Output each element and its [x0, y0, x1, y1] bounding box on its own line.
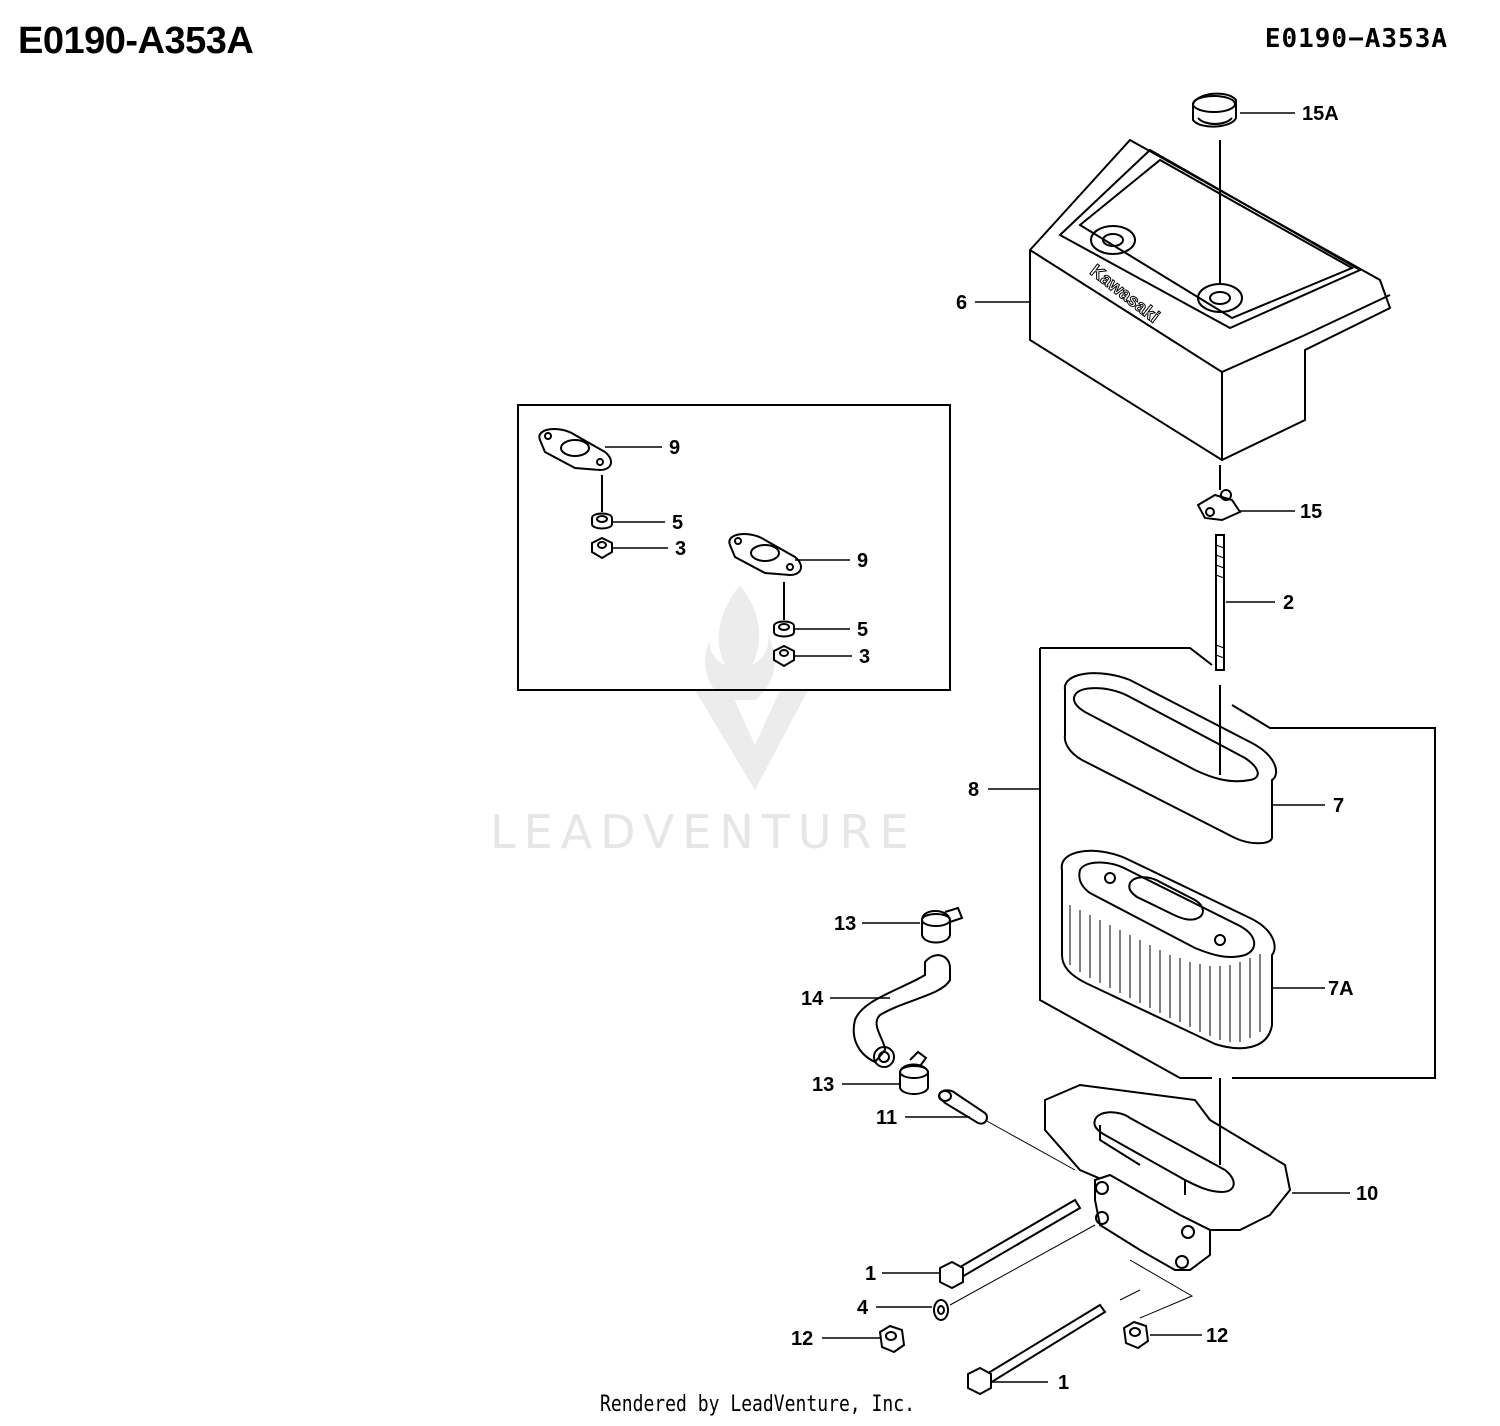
page-title: E0190-A353A — [18, 20, 254, 62]
callout-5-a[interactable]: 5 — [672, 512, 683, 534]
callout-labels: 15A 6 15 2 8 7 7A 13 14 13 11 10 1 4 12 … — [669, 103, 1378, 1394]
watermark-text: LEADVENTURE — [490, 805, 917, 859]
part-3-nut-a — [591, 536, 613, 560]
part-4-washer — [933, 1299, 949, 1321]
watermark-logo-icon — [695, 585, 808, 790]
callout-15[interactable]: 15 — [1300, 501, 1322, 523]
part-5-washer-a — [591, 512, 613, 530]
callout-3-a[interactable]: 3 — [675, 538, 686, 560]
part-5-washer-b — [773, 620, 795, 638]
watermark: LEADVENTURE — [490, 585, 917, 859]
callout-2[interactable]: 2 — [1283, 592, 1294, 614]
part-13-clamp-upper — [921, 906, 964, 944]
callout-9-a[interactable]: 9 — [669, 437, 680, 459]
callout-12-left[interactable]: 12 — [791, 1328, 813, 1350]
part-13-clamp-lower — [899, 1050, 929, 1095]
callout-leaders — [605, 112, 1350, 1383]
callout-14[interactable]: 14 — [801, 988, 824, 1010]
callout-5-b[interactable]: 5 — [857, 619, 868, 641]
diagram-code: E0190−A353A — [1264, 24, 1448, 54]
callout-13-lower[interactable]: 13 — [812, 1074, 834, 1096]
part-1-bolt-lower — [967, 1303, 1107, 1396]
part-12-nut-right — [1122, 1320, 1150, 1350]
callout-9-b[interactable]: 9 — [857, 550, 868, 572]
part-8-bracket — [1039, 647, 1436, 1079]
footer-credit: Rendered by LeadVenture, Inc. — [600, 1392, 915, 1417]
inset-box — [517, 404, 951, 691]
part-9-gasket-a — [538, 428, 612, 472]
part-12-nut-left — [878, 1324, 906, 1354]
part-3-nut-b — [773, 644, 795, 668]
callout-1-lower[interactable]: 1 — [1058, 1372, 1069, 1394]
callout-13-upper[interactable]: 13 — [834, 913, 856, 935]
part-7a-filter — [1060, 849, 1276, 1050]
part-7-precleaner — [1063, 672, 1277, 845]
part-6-cover: Kawasaki — [1029, 138, 1392, 462]
part-15-clip — [1196, 489, 1242, 522]
part-15a-cap — [1192, 92, 1237, 128]
part-2-stud — [1215, 534, 1225, 671]
callout-10[interactable]: 10 — [1356, 1183, 1378, 1205]
callout-11[interactable]: 11 — [876, 1107, 897, 1129]
callout-7[interactable]: 7 — [1333, 795, 1344, 817]
callout-4[interactable]: 4 — [857, 1297, 869, 1319]
part-11-pipe — [938, 1089, 1076, 1171]
callout-8[interactable]: 8 — [968, 779, 979, 801]
part-1-bolt-upper — [939, 1198, 1082, 1290]
part-10-base — [1044, 1083, 1292, 1271]
callout-7a[interactable]: 7A — [1328, 978, 1354, 1000]
callout-6[interactable]: 6 — [956, 292, 967, 314]
callout-3-b[interactable]: 3 — [859, 646, 870, 668]
callout-15a[interactable]: 15A — [1302, 103, 1339, 125]
part-9-gasket-b — [728, 533, 802, 577]
callout-1-upper[interactable]: 1 — [865, 1263, 876, 1285]
callout-12-right[interactable]: 12 — [1206, 1325, 1228, 1347]
part-14-hose — [852, 954, 951, 1068]
